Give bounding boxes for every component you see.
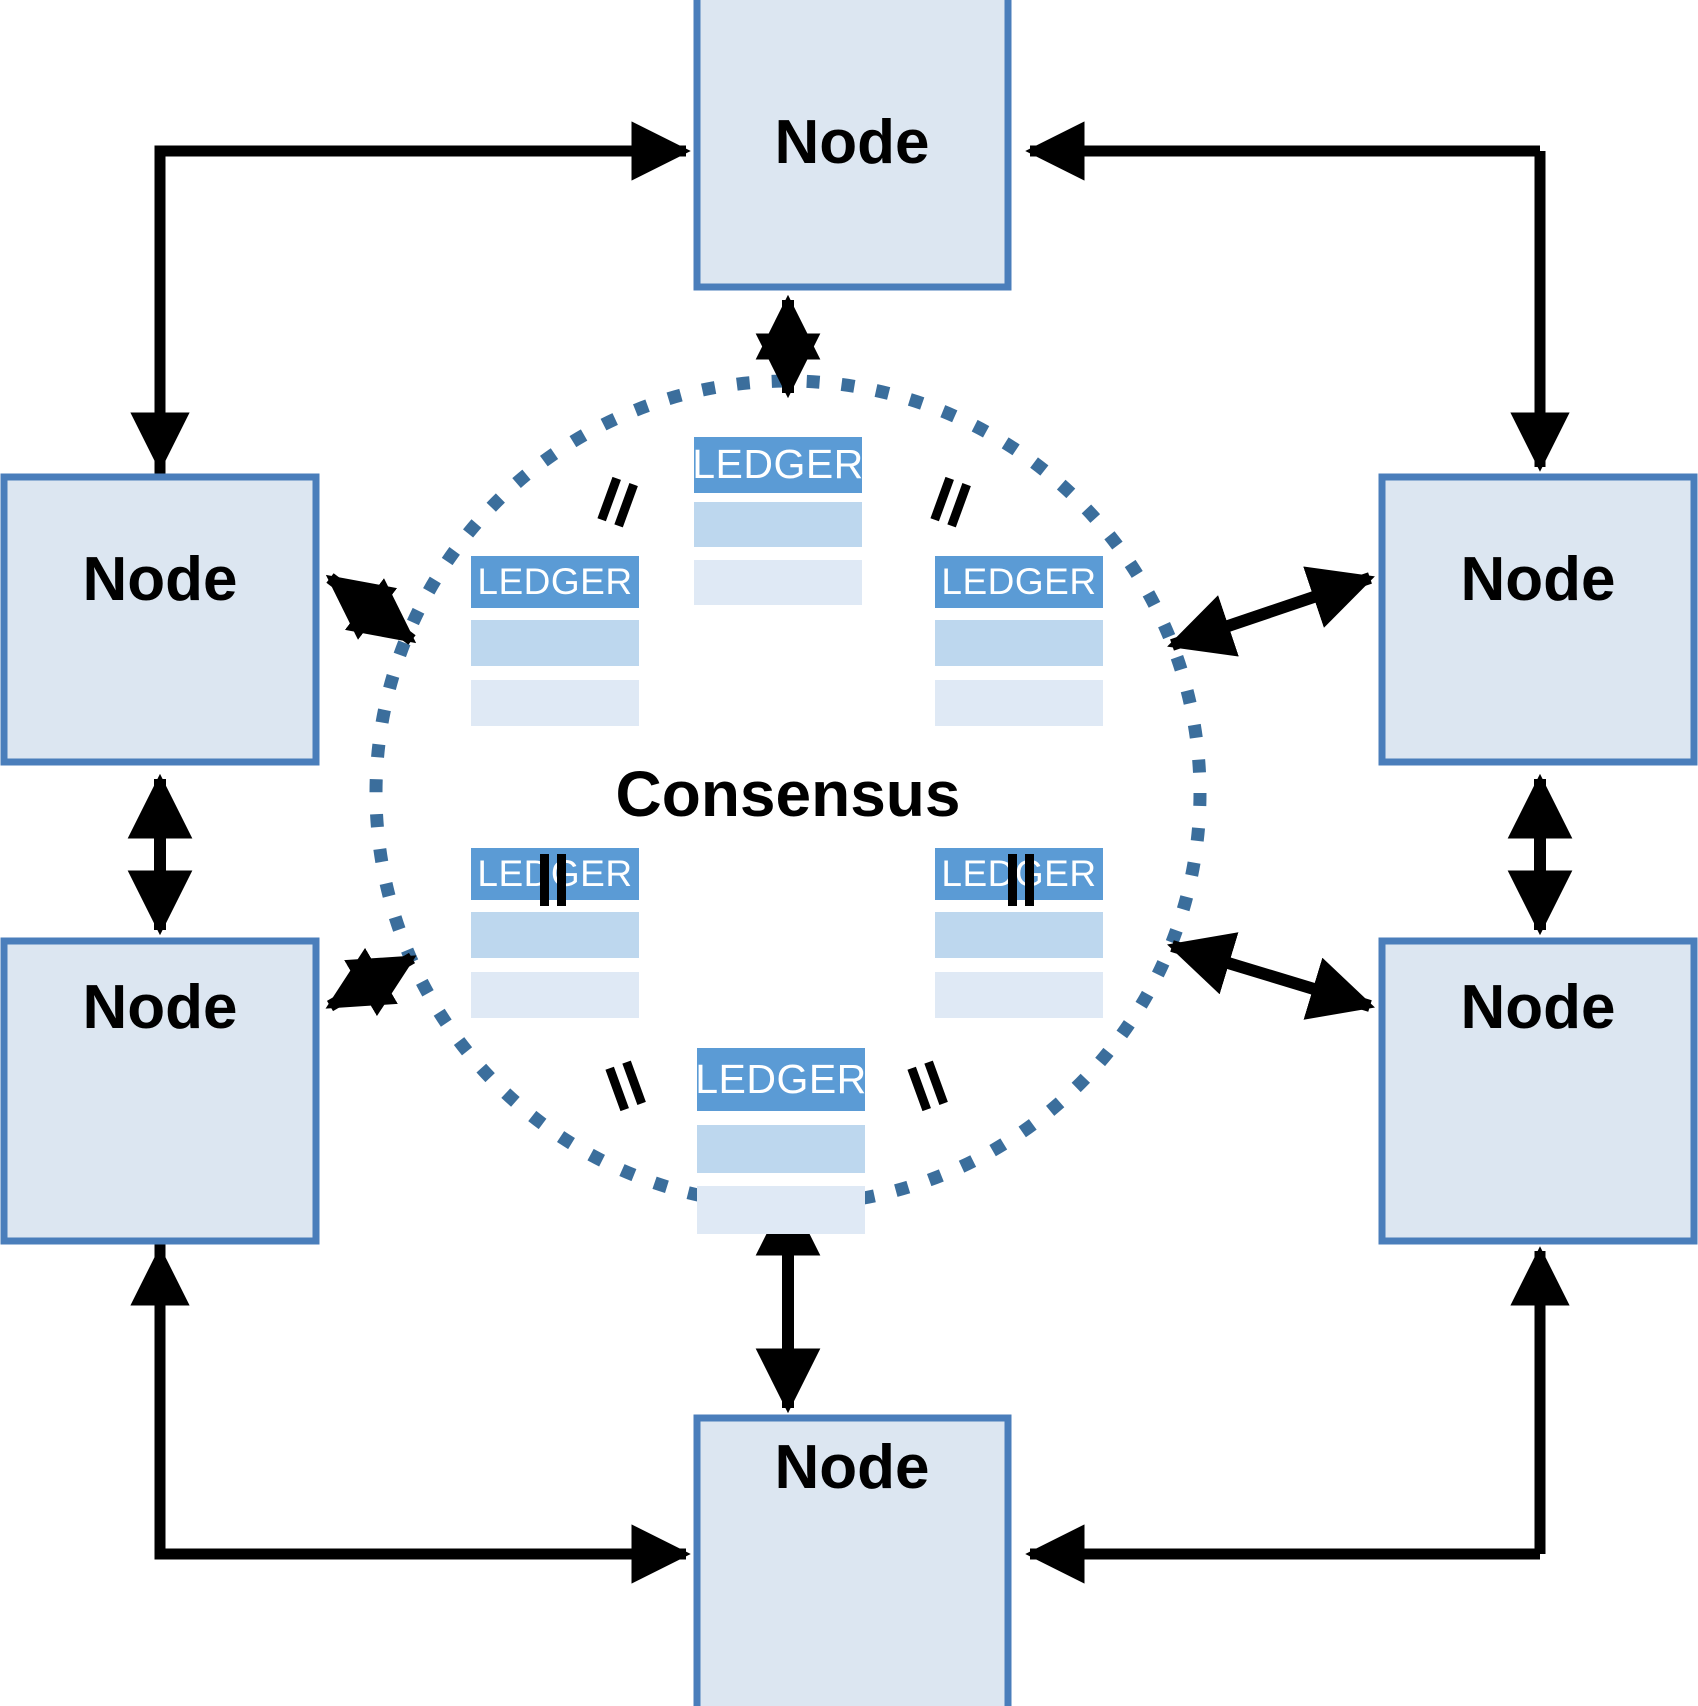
ledger-upper-left-label: LEDGER [477, 561, 632, 602]
ledger-bottom-label: LEDGER [695, 1056, 867, 1102]
node-left-lower[interactable]: Node [0, 937, 320, 1245]
ledger-top-row-1 [694, 502, 862, 547]
consensus-boundary-circle [369, 374, 1207, 1212]
eq-lower-left-icon [605, 1060, 646, 1112]
ledger-lower-right-header-bar [935, 848, 1103, 900]
ledger-lower-left[interactable]: LEDGER [471, 848, 639, 1018]
node-right-lower-label: Node [1461, 973, 1616, 1042]
conn-right-lower-to-bottom [1025, 1246, 1570, 1584]
ledger-top-label: LEDGER [692, 441, 864, 487]
ledger-lower-left-row-1 [471, 912, 639, 958]
ledger-lower-left-row-2 [471, 972, 639, 1018]
node-right-lower[interactable]: Node [1378, 937, 1698, 1245]
ledger-upper-right-label: LEDGER [941, 561, 1096, 602]
conn-left-lower-to-consensus [325, 947, 417, 1017]
eq-mid-right-icon [1008, 854, 1034, 906]
node-right-upper-label: Node [1461, 545, 1616, 614]
eq-lower-right-icon [907, 1060, 948, 1112]
node-bottom[interactable]: Node [693, 1414, 1012, 1706]
conn-left-lower-to-bottom [130, 1241, 691, 1584]
node-right-upper[interactable]: Node [1378, 473, 1698, 766]
ledger-lower-right-label: LEDGER [941, 853, 1096, 894]
node-top[interactable]: Node [693, 0, 1012, 291]
ledger-upper-left[interactable]: LEDGER [471, 556, 639, 726]
eq-upper-right-icon [930, 476, 971, 528]
node-top-label: Node [775, 108, 930, 177]
ledger-lower-right-row-2 [935, 972, 1103, 1018]
ledger-lower-right-row-1 [935, 912, 1103, 958]
ledger-top-header-bar [694, 437, 862, 493]
ledger-bottom[interactable]: LEDGER [695, 1048, 867, 1234]
ledger-top[interactable]: LEDGER [692, 437, 864, 605]
conn-right-upper-to-consensus [1167, 566, 1375, 657]
ledger-upper-right-row-2 [935, 680, 1103, 726]
conn-right-upper-to-top [1025, 121, 1570, 472]
consensus-label: Consensus [616, 758, 961, 830]
eq-upper-left-icon [597, 476, 638, 528]
ledger-lower-left-header-bar [471, 848, 639, 900]
ledger-upper-right-header-bar [935, 556, 1103, 608]
ledger-lower-right[interactable]: LEDGER [935, 848, 1103, 1018]
ledger-upper-right[interactable]: LEDGER [935, 556, 1103, 726]
ledger-bottom-row-2 [697, 1186, 865, 1234]
ledger-upper-left-row-1 [471, 620, 639, 666]
node-left-upper[interactable]: Node [0, 473, 320, 766]
conn-left-upper-to-consensus [325, 573, 417, 645]
ledger-bottom-row-1 [697, 1125, 865, 1173]
node-bottom-label: Node [775, 1433, 930, 1502]
ledger-upper-left-row-2 [471, 680, 639, 726]
node-left-upper-label: Node [83, 545, 238, 614]
ledger-top-row-2 [694, 560, 862, 605]
ledger-bottom-header-bar [697, 1048, 865, 1111]
ledger-lower-left-label: LEDGER [477, 853, 632, 894]
node-left-lower-label: Node [83, 973, 238, 1042]
conn-right-lower-to-consensus [1167, 932, 1375, 1020]
eq-mid-left-icon [540, 854, 566, 906]
ledger-upper-left-header-bar [471, 556, 639, 608]
ledger-upper-right-row-1 [935, 620, 1103, 666]
conn-left-upper-to-top [130, 121, 691, 477]
